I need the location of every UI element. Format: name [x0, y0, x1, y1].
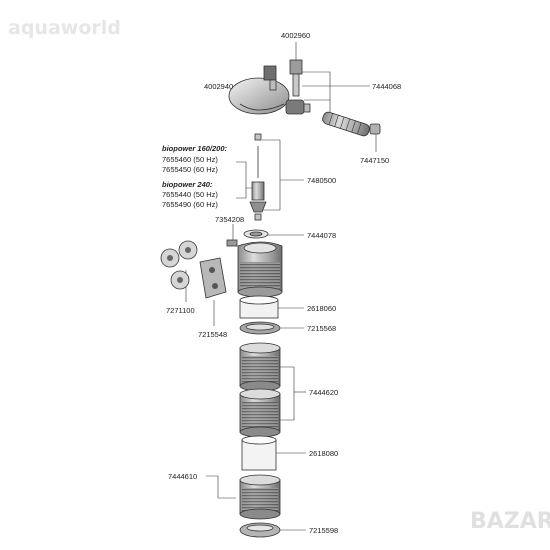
- label-7444620: 7444620: [309, 388, 338, 397]
- label-7655490: 7655490 (60 Hz): [162, 200, 218, 209]
- part-7444068: [285, 99, 370, 137]
- label-7271100: 7271100: [166, 306, 195, 315]
- part-7215568-ring: [239, 321, 281, 335]
- part-7480500-impeller: [249, 133, 267, 221]
- part-7354208: [226, 239, 238, 247]
- part-labels: 4002960 4002940 7444068 7447150 biopower…: [162, 31, 401, 535]
- label-biopower-160-200: biopower 160/200:: [162, 144, 228, 153]
- watermark-text: aquaworld: [8, 17, 121, 39]
- label-7655440: 7655440 (50 Hz): [162, 190, 218, 199]
- part-7215548-bracket: [199, 257, 227, 299]
- corner-logo: BAZAR: [470, 509, 550, 534]
- label-7444610: 7444610: [168, 472, 197, 481]
- label-7215548: 7215548: [198, 330, 227, 339]
- label-7447150: 7447150: [360, 156, 389, 165]
- label-4002960: 4002960: [281, 31, 310, 40]
- part-7444078: [243, 229, 269, 239]
- label-2618080: 2618080: [309, 449, 338, 458]
- label-7480500: 7480500: [307, 176, 336, 185]
- part-7215598-bottom-cap: [239, 522, 281, 538]
- label-7354208: 7354208: [215, 215, 244, 224]
- part-4002960: [289, 59, 303, 97]
- part-7271100-suction-cups: [160, 240, 198, 290]
- part-7444620-filter-cylinders: [239, 342, 281, 438]
- label-7444068: 7444068: [372, 82, 401, 91]
- label-7655450: 7655450 (60 Hz): [162, 165, 218, 174]
- label-4002940: 4002940: [204, 82, 233, 91]
- label-biopower-240: biopower 240:: [162, 180, 213, 189]
- part-7447150: [369, 123, 381, 135]
- label-7444078: 7444078: [307, 231, 336, 240]
- part-2618080-sponge: [241, 435, 277, 471]
- part-4002940-pump-head: [228, 65, 290, 115]
- part-motor-housing: [237, 241, 283, 298]
- label-7215598: 7215598: [309, 526, 338, 535]
- part-7444610-bottom-cylinder: [239, 474, 281, 520]
- label-7215568: 7215568: [307, 324, 336, 333]
- label-2618060: 2618060: [307, 304, 336, 313]
- label-7655460: 7655460 (50 Hz): [162, 155, 218, 164]
- part-2618060-sponge: [239, 295, 279, 319]
